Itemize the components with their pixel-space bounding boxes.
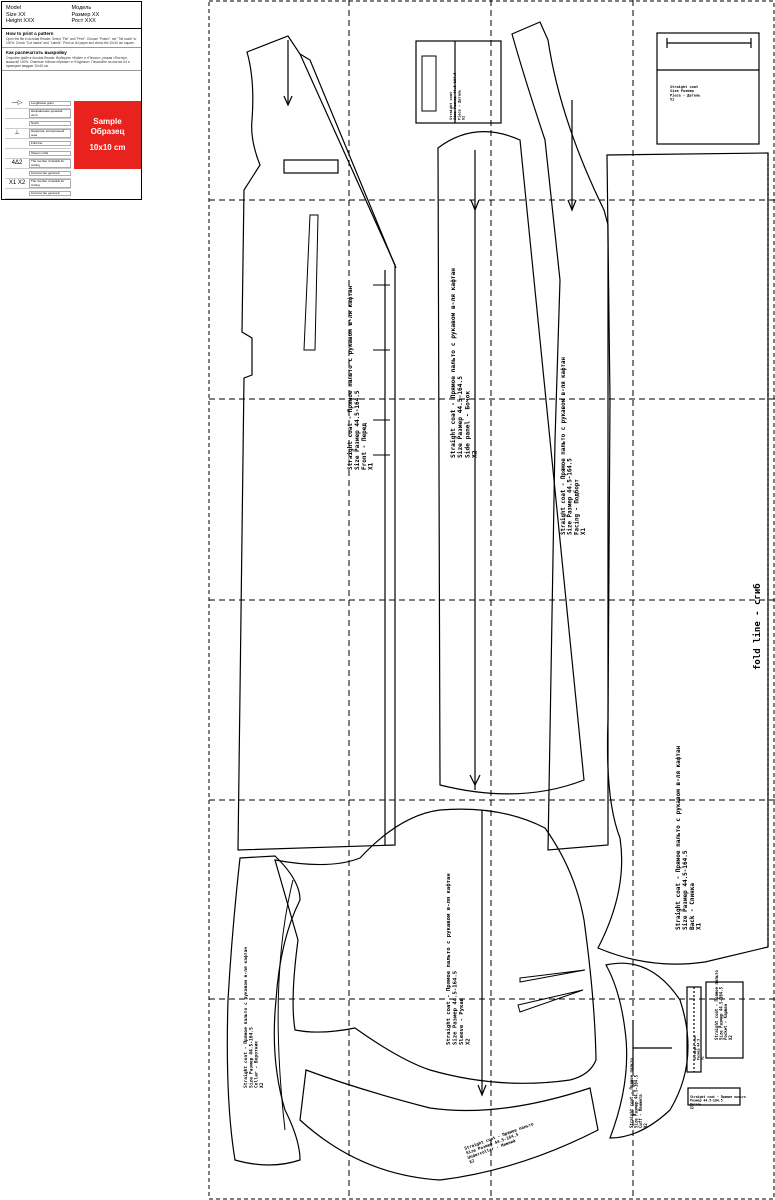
label-box-right [656,32,760,145]
fold-piece-label: Straight coat - Прямое пальто с рукавом … [675,745,703,930]
fold-line-label: fold line - сгиб [752,583,763,670]
legend-label: Количество деталей [29,190,71,197]
legend-row: —▷ Lengthwise grain [5,99,71,109]
legend-label: Надсечка, контрольный знак [29,128,71,139]
legend-panel: Model Size XX Height XXX Модель Размер X… [1,1,142,200]
sample-title-en: Sample [93,117,122,126]
front-label: Straight coat - Прямое пальто с рукавом … [347,285,375,470]
facing-piece [511,21,609,851]
model-label-ru: Модель [71,5,92,11]
back-piece [597,152,769,965]
legend-row: Количество деталей [5,189,71,199]
legend-label: The number of details for cutting [29,158,71,169]
size-label-en: Size XX Height XXX [6,11,35,25]
legend-row: 4Δ2 The number of details for cutting [5,158,71,169]
small-piece-1 [705,981,744,1059]
page-grid [209,0,775,1200]
legend-label: Lengthwise grain [29,100,71,107]
legend-label: Notch [29,120,71,127]
front-piece [237,35,396,851]
print-instructions-title-en: How to print a pattern [6,30,54,36]
undercollar-piece [299,1069,599,1181]
legend-row: Notch [5,119,71,129]
pocket-label: Straight coat - Прямое пальтоSize Размер… [714,970,733,1040]
print-instructions-body-en: Open the file in Acrobat Reader. Select … [6,37,137,46]
back-label: Straight coat - Прямое пальто с рукавом … [449,268,478,458]
print-instructions-body-ru: Откройте файл в Acrobat Reader. Выберите… [6,56,130,69]
legend-symbol: ⊥ [14,130,20,137]
collar-piece [226,855,301,1166]
front-lapel [299,53,397,269]
legend-row: Количество деталей [5,169,71,179]
sample-square: Sample Образец 10x10 cm [74,101,141,169]
legend-label: The number of details for cutting [29,178,71,189]
legend-row: Линия сгиба [5,149,71,159]
side-label: Straight coat - Прямое пальто с рукавом … [560,356,587,535]
sample-size: 10x10 cm [89,143,126,152]
print-instructions-title-ru: Как распечатать выкройку [6,50,67,56]
legend-row: Fold line [5,139,71,149]
print-instructions-ru: Как распечатать выкройку Откройте файл в… [2,48,141,72]
cuff-label: Straight coat - Прямое пальтоSize Размер… [629,1058,648,1128]
legend-symbol: 4Δ2 [11,160,23,167]
legend-symbol: —▷ [11,100,23,107]
side-panel-piece [437,131,585,795]
legend-label: Fold line [29,140,71,147]
legend-label: Линия сгиба [29,150,71,157]
small4-label: Straight coatРазмер 44.5X1 [693,1035,704,1060]
print-instructions-en: How to print a pattern Open the file in … [2,29,141,49]
size-label-ru: Размер XX Рост XXX [71,11,100,25]
legend-row: Направление долевой нити [5,108,71,119]
sample-title-ru: Образец [90,127,125,136]
model-label-en: Model [6,5,21,11]
under-label: Straight coat - Прямое пальтоSize Размер… [464,1121,540,1164]
sleeve-label: Straight coat - Прямое пальто с рукавом … [445,873,471,1045]
legend-symbol: X1 X2 [8,180,26,187]
small1-label: Straight coatSize Размер 44.5-164.5Piece… [449,72,465,120]
legend-label: Количество деталей [29,170,71,177]
collar-label: Straight coat - Прямое пальто с рукавом … [242,947,265,1088]
sleeve-piece [274,808,597,1084]
cuff-piece [605,962,689,1139]
legend-row: ⊥ Надсечка, контрольный знак [5,128,71,139]
small-piece-2 [687,1087,741,1106]
legend-label: Направление долевой нити [29,108,71,119]
front-pocket-mark [283,159,339,174]
label-box-top [415,40,502,124]
